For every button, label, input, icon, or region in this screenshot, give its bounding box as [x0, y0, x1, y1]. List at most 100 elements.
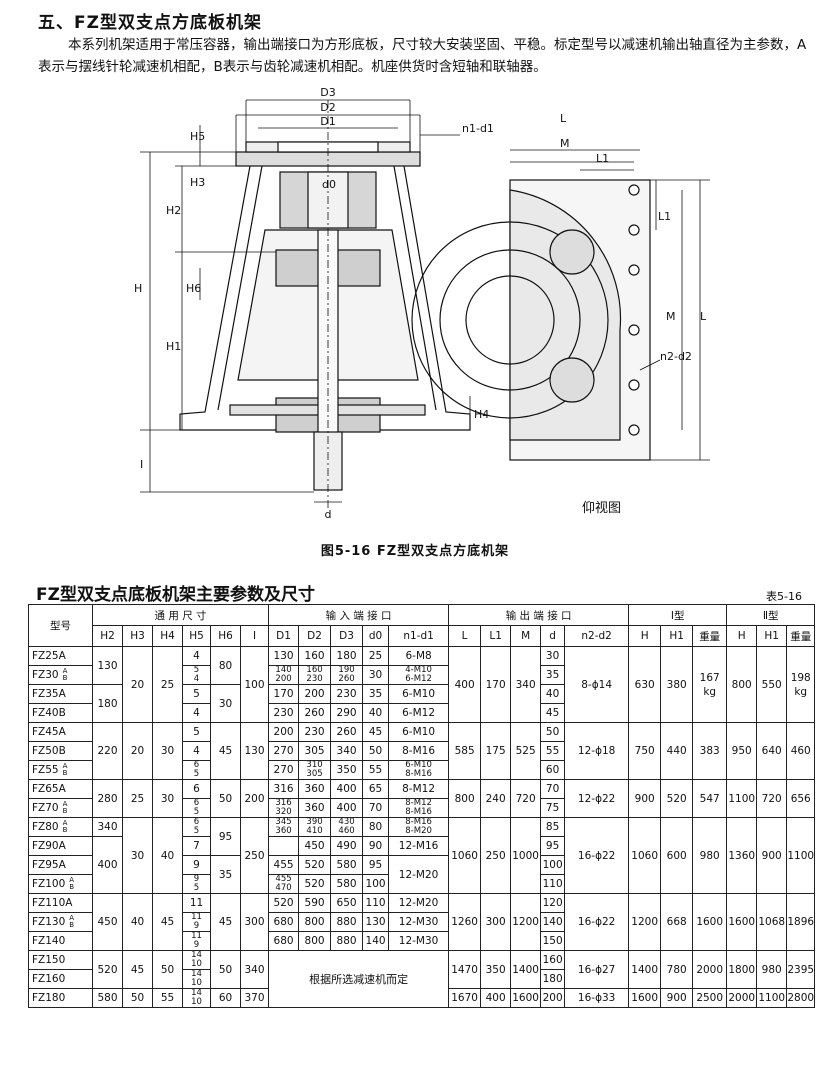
cell: 45: [210, 722, 241, 780]
col-h5: H5: [182, 625, 211, 647]
cell: 60: [210, 988, 241, 1008]
model-cell: FZ50B: [28, 741, 93, 761]
cell: 980: [692, 817, 728, 894]
cell: 720: [756, 779, 788, 818]
cell: 9: [182, 855, 211, 875]
cell: 140: [540, 912, 566, 932]
cell: 30: [152, 779, 183, 818]
col-d2: D2: [298, 625, 332, 647]
cell: 1600: [692, 893, 728, 951]
cell: 1600: [510, 988, 542, 1008]
cell: 25: [152, 646, 183, 723]
cell: 400: [92, 836, 123, 894]
bottom-view-label: 仰视图: [582, 501, 621, 516]
col-l1: L1: [480, 625, 512, 647]
cell: 70: [362, 798, 390, 818]
col-group-output: 输 出 端 接 口: [448, 604, 630, 626]
label-h6: H6: [186, 282, 201, 295]
cell: 95: [540, 836, 566, 856]
cell: 8-ϕ14: [564, 646, 630, 723]
model-cell: FZ140: [28, 931, 93, 951]
section-heading: 五、FZ型双支点方底板机架: [38, 13, 262, 33]
cell: 585: [448, 722, 482, 780]
label-h1: H1: [166, 340, 181, 353]
cell: 200: [268, 722, 300, 742]
cell: 1600: [628, 988, 662, 1008]
table-row: FZ40B 4 230 260 290 40 6-M12 45: [28, 703, 815, 723]
cell: 400: [330, 798, 364, 818]
cell: 980: [756, 950, 788, 989]
cell: 110: [540, 874, 566, 894]
col-model: 型号: [28, 604, 93, 647]
cell: 30: [122, 817, 153, 894]
cell: 400: [480, 988, 512, 1008]
cell: 350: [330, 760, 364, 780]
cell: 680: [268, 912, 300, 932]
model-cell: FZ45A: [28, 722, 93, 742]
cell: 800: [298, 912, 332, 932]
col-m: M: [510, 625, 542, 647]
cell: 20: [122, 722, 153, 780]
cell: 16-ϕ22: [564, 893, 630, 951]
cell: 580: [330, 855, 364, 875]
cell: 160: [298, 646, 332, 666]
cell: 30: [152, 722, 183, 780]
cell: 35: [362, 684, 390, 704]
model-cell: FZ95A: [28, 855, 93, 875]
cell: 40: [362, 703, 390, 723]
model-cell: FZ35A: [28, 684, 93, 704]
model-cell: FZ180: [28, 988, 93, 1008]
cell: 50: [540, 722, 566, 742]
col-l: L: [448, 625, 482, 647]
cell: 45: [540, 703, 566, 723]
cell: 180: [540, 969, 566, 989]
cell: 880: [330, 912, 364, 932]
cell: 170: [480, 646, 512, 723]
cell: 6-M10: [388, 684, 450, 704]
cell: 170: [268, 684, 300, 704]
cell: 668: [660, 893, 694, 951]
col-t1-h1: H1: [660, 625, 694, 647]
label-h3: H3: [190, 176, 205, 189]
cell: 80: [362, 817, 390, 837]
cell: 520: [298, 855, 332, 875]
cell: 50: [152, 950, 183, 989]
label-d: d: [325, 508, 332, 521]
cell: 900: [628, 779, 662, 818]
cell: 2000: [726, 988, 758, 1008]
label-l1-side: L1: [658, 210, 671, 223]
label-d1: D1: [320, 115, 335, 128]
cell: 180: [330, 646, 364, 666]
cell: 316: [268, 779, 300, 799]
label-h2: H2: [166, 204, 181, 217]
cell: 550: [756, 646, 788, 723]
cell: 880: [330, 931, 364, 951]
cell: 260: [330, 722, 364, 742]
cell: 640: [756, 722, 788, 780]
section-intro: 本系列机架适用于常压容器，输出端接口为方形底板，尺寸较大安装坚固、平稳。标定型号…: [38, 37, 807, 75]
table-number: 表5-16: [766, 590, 802, 603]
cell: 95: [210, 817, 241, 856]
cell: 270: [268, 760, 300, 780]
cell: 340: [92, 817, 123, 837]
cell: 12-M16: [388, 836, 450, 856]
cell: 520: [660, 779, 694, 818]
cell: 230: [298, 722, 332, 742]
cell: 30: [362, 665, 390, 685]
cell: 520: [268, 893, 300, 913]
cell: 200: [239, 779, 270, 818]
cell: 650: [330, 893, 364, 913]
